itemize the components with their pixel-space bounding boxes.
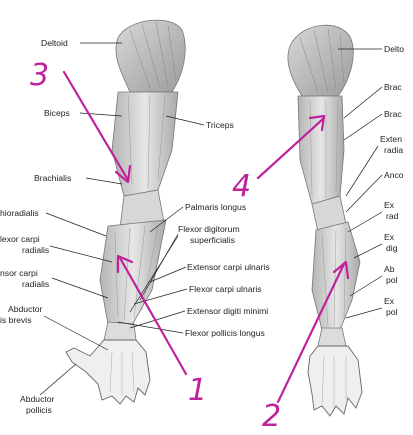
label-flexor-carpi-ulnaris: Flexor carpi ulnaris [189,284,262,294]
label-extensor-digiti-minimi: Extensor digiti minimi [187,306,268,316]
label-flexor-pollicis-longus: Flexor pollicis longus [185,328,265,338]
flexor-digitorum-line1: Flexor digitorum [178,224,240,234]
label-flexor-carpi-radialis: lexor carpi radialis [0,234,49,255]
annotation-number-3: 3 [30,58,49,93]
label-abductor-brevis: Abductor is brevis [0,304,45,325]
label-r-ab: Ab pol [384,264,398,285]
label-triceps: Triceps [206,120,234,130]
label-biceps: Biceps [44,108,70,118]
annotation-number-2: 2 [262,399,281,434]
annotation-number-4: 4 [232,169,251,204]
label-r-ex3: Ex pol [384,296,398,317]
label-abductor-pollicis: Abductor pollicis [20,394,57,415]
annotation-number-1: 1 [188,373,207,408]
label-r-brac1: Brac [384,82,402,92]
label-r-ex1: Ex rad [384,200,399,221]
left-arm-illustration [66,20,185,404]
label-deltoid: Deltoid [41,38,68,48]
label-r-deltoid: Delto [384,44,404,54]
label-extensor-carpi-ulnaris: Extensor carpi ulnaris [187,262,270,272]
label-r-exten: Exten radia [380,134,404,155]
label-r-anco: Anco [384,170,404,180]
label-brachialis: Brachialis [34,173,71,183]
label-extensor-carpi-radialis: nsor carpi radialis [0,268,49,289]
flexor-digitorum-line2: superficialis [190,235,235,245]
label-flexor-digitorum: Flexor digitorum superficialis [178,224,242,245]
label-brachioradialis: hioradialis [0,208,39,218]
label-r-brac2: Brac [384,109,402,119]
label-r-ex2: Ex dig [384,232,398,253]
